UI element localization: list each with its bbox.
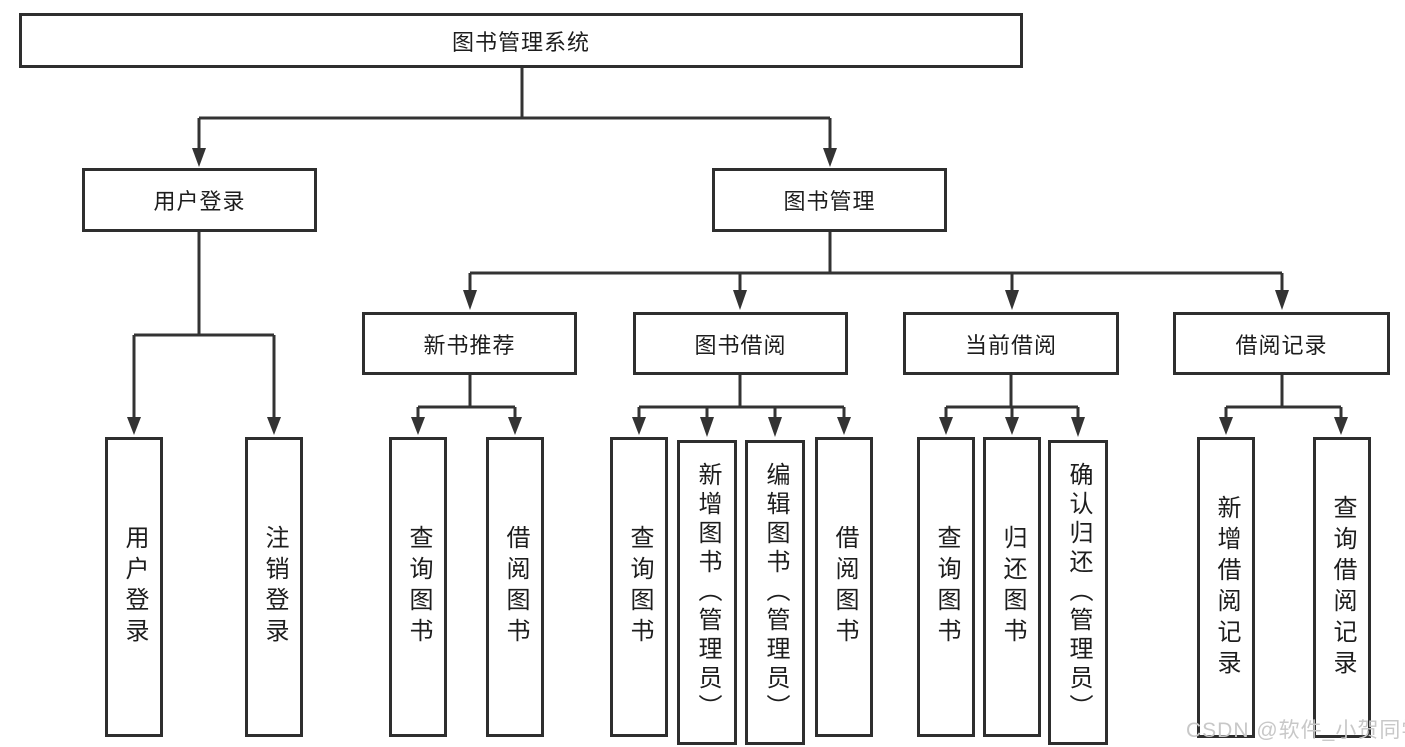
connector-userlogin-trunk <box>132 232 276 419</box>
connector-newbook-trunk <box>416 375 517 419</box>
leaf-recommend-query-books: 查询图书 <box>389 437 447 737</box>
arrow-icon <box>192 148 206 167</box>
leaf-borrow-query-books: 查询图书 <box>610 437 668 737</box>
node-user-login: 用户登录 <box>82 168 317 232</box>
arrow-icon <box>411 417 425 435</box>
leaf-user-login: 用户登录 <box>105 437 163 737</box>
arrow-icon <box>632 417 646 435</box>
node-book-borrow: 图书借阅 <box>633 312 848 375</box>
arrow-icon <box>1334 417 1348 435</box>
node-new-book-recommend: 新书推荐 <box>362 312 577 375</box>
connector-bookmgmt-trunk <box>468 232 1284 292</box>
node-library-management-system: 图书管理系统 <box>19 13 1023 68</box>
arrow-icon <box>508 417 522 435</box>
arrow-icon <box>463 290 477 310</box>
csdn-watermark: CSDN @软件_小贺同学 <box>1186 719 1405 742</box>
connector-currentborrow-trunk <box>944 375 1080 419</box>
arrow-icon <box>733 290 747 310</box>
leaf-confirm-return-admin: 确认归还（管理员） <box>1048 440 1108 745</box>
arrow-icon <box>1275 290 1289 310</box>
connector-bookborrow-trunk <box>637 375 846 419</box>
arrow-icon <box>1071 417 1085 437</box>
arrowheads <box>127 148 1348 437</box>
leaf-query-borrow-record: 查询借阅记录 <box>1313 437 1371 738</box>
node-borrow-records: 借阅记录 <box>1173 312 1390 375</box>
arrow-icon <box>127 417 141 435</box>
leaf-current-query-books: 查询图书 <box>917 437 975 737</box>
leaf-edit-books-admin: 编辑图书（管理员） <box>745 440 805 745</box>
leaf-add-books-admin: 新增图书（管理员） <box>677 440 737 745</box>
arrow-icon <box>939 417 953 435</box>
node-book-management: 图书管理 <box>712 168 947 232</box>
arrow-icon <box>837 417 851 435</box>
leaf-borrow-books: 借阅图书 <box>815 437 873 737</box>
arrow-icon <box>267 417 281 435</box>
arrow-icon <box>1219 417 1233 435</box>
leaf-logout-login: 注销登录 <box>245 437 303 737</box>
arrow-icon <box>823 148 837 167</box>
connector-records-trunk <box>1224 375 1343 419</box>
arrow-icon <box>700 417 714 437</box>
connector-root-trunk <box>197 68 832 150</box>
arrow-icon <box>1005 417 1019 435</box>
leaf-add-borrow-record: 新增借阅记录 <box>1197 437 1255 738</box>
arrow-icon <box>1005 290 1019 310</box>
leaf-return-books: 归还图书 <box>983 437 1041 737</box>
node-current-borrow: 当前借阅 <box>903 312 1119 375</box>
leaf-recommend-borrow-books: 借阅图书 <box>486 437 544 737</box>
arrow-icon <box>768 417 782 437</box>
